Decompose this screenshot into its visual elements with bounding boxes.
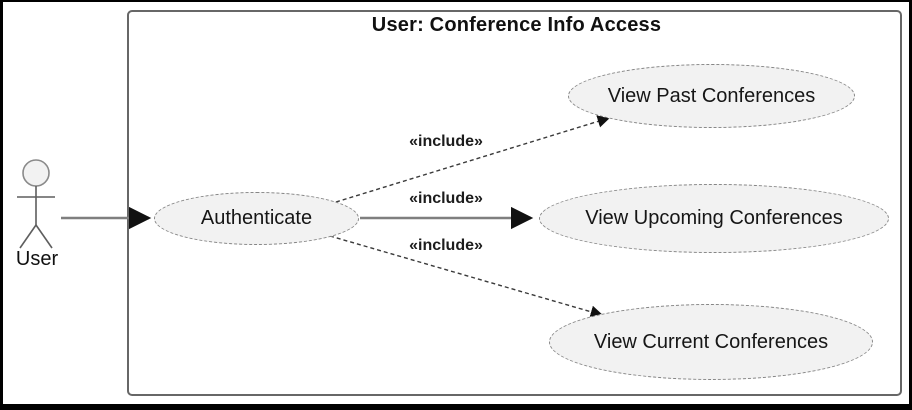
usecase-view-current-conferences: View Current Conferences [549, 304, 873, 380]
system-boundary-box [127, 10, 902, 396]
actor-leg-left [19, 224, 37, 249]
usecase-authenticate-label: Authenticate [200, 207, 313, 229]
stereotype-include-view-upcoming: «include» [409, 190, 483, 207]
actor-user-figure [17, 159, 55, 249]
stereotype-include-view-current: «include» [409, 237, 483, 254]
actor-head [22, 159, 50, 187]
usecase-authenticate: Authenticate [154, 192, 359, 245]
usecase-view-upcoming-conferences: View Upcoming Conferences [539, 184, 889, 253]
usecase-view-past-conferences: View Past Conferences [568, 64, 855, 128]
stereotype-include-view-past: «include» [409, 133, 483, 150]
actor-leg-right [35, 224, 53, 249]
usecase-view-upcoming-label: View Upcoming Conferences [585, 207, 843, 229]
diagram-title: User: Conference Info Access [371, 14, 662, 36]
usecase-view-past-label: View Past Conferences [607, 84, 816, 107]
actor-user-label: User [15, 248, 59, 270]
usecase-view-current-label: View Current Conferences [593, 330, 829, 353]
